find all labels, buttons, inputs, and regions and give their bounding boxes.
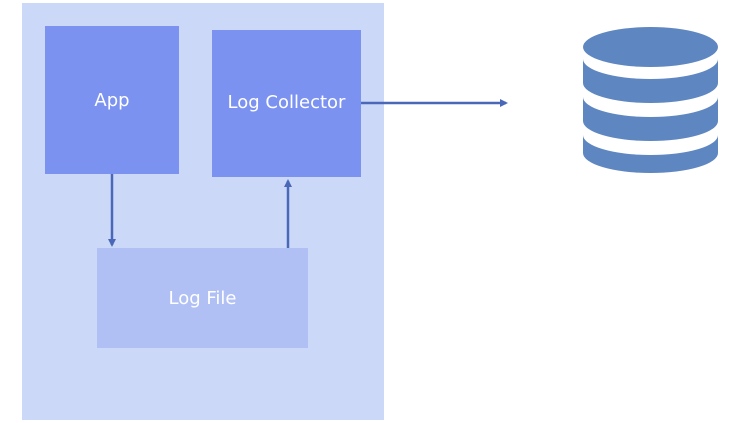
database-icon (583, 27, 718, 173)
log-collector-node: Log Collector (212, 30, 361, 177)
log-collector-node-label: Log Collector (227, 92, 346, 113)
log-file-node-label: Log File (168, 287, 237, 309)
log-file-node: Log File (97, 248, 308, 348)
app-node-label: App (94, 90, 130, 111)
app-node: App (45, 26, 179, 174)
